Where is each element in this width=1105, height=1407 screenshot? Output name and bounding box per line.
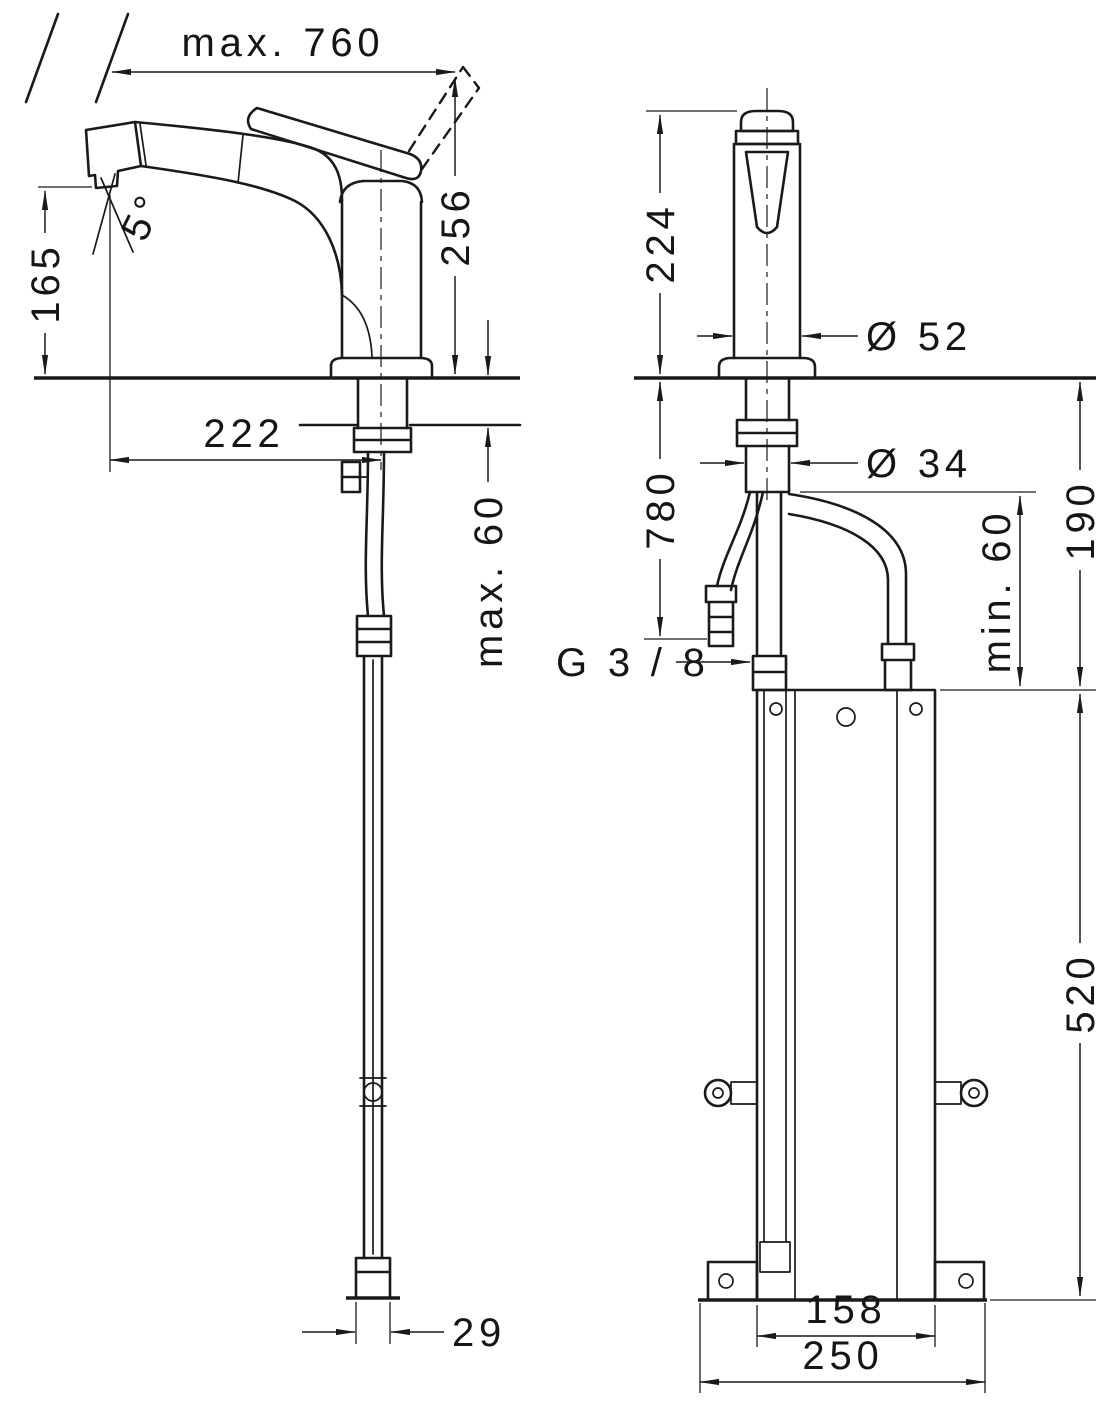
foot-left-hole <box>718 1273 734 1289</box>
spout-seams <box>139 123 244 184</box>
sbox-screw-hole-right <box>909 702 923 716</box>
sbox-screw-hole-center <box>836 707 856 727</box>
dim-label-total-height: 256 <box>434 185 478 266</box>
dim-label-box-width: 158 <box>805 1288 886 1332</box>
rod-foot-side <box>354 1256 392 1300</box>
side-view-dimensions: max. 760 256 165 5° 222 max. 60 29 <box>24 21 511 1355</box>
supply-hose-right-loop <box>787 492 908 646</box>
faucet-body-front <box>732 142 802 360</box>
rod-clip-circle <box>363 1082 383 1102</box>
dim-label-thread-size: G 3 / 8 <box>556 641 710 685</box>
front-view <box>634 88 1096 1302</box>
side-clip-left-arm <box>730 1081 758 1105</box>
side-view <box>24 12 522 1300</box>
supply-hose-left <box>715 490 765 592</box>
sbox-body <box>755 688 937 1302</box>
sbox-channels <box>794 689 898 1301</box>
sbox-screw-hole-left <box>769 702 783 716</box>
handle-lever <box>246 106 423 181</box>
dim-label-shank-diameter: Ø 34 <box>866 442 972 486</box>
handle-lever-raised-dashed <box>407 65 481 171</box>
side-clip-left-outer <box>703 1078 733 1108</box>
sbox-rod-side <box>362 654 384 1260</box>
pullout-hose-front <box>755 490 783 658</box>
sbox-inner-hose <box>759 689 791 1273</box>
angle-reference-lines <box>92 173 134 255</box>
front-view-dimensions: 224 Ø 52 Ø 34 780 G 3 / 8 min. 60 190 52… <box>556 110 1103 1393</box>
dim-label-max-pullout: max. 760 <box>182 21 385 65</box>
faucet-body-side <box>340 198 423 359</box>
dim-label-body-diameter: Ø 52 <box>866 315 972 359</box>
ext-line-plate-width <box>699 1303 986 1393</box>
shank-front-upper <box>744 376 791 422</box>
side-clip-right-outer <box>959 1078 989 1108</box>
side-clip-left-inner <box>712 1087 724 1099</box>
supply-fitting-side <box>340 460 362 494</box>
body-seam <box>341 294 373 358</box>
dim-label-box-depth: 29 <box>452 1311 506 1355</box>
escutcheon-front <box>717 356 817 380</box>
dim-label-swivel-angle: 5° <box>113 185 174 247</box>
dim-label-min-clearance: min. 60 <box>975 509 1019 674</box>
side-clip-right-arm <box>934 1081 962 1105</box>
ext-line-box-depth <box>355 1302 391 1344</box>
shank-side <box>356 376 409 430</box>
handle-base <box>338 179 424 204</box>
pullout-hose-side <box>364 450 386 618</box>
hose-coupling-side <box>355 614 393 658</box>
mounting-nut-front <box>735 418 799 448</box>
dim-label-top-clearance: 190 <box>1059 479 1103 560</box>
pullout-hose-connector <box>751 654 788 692</box>
dim-label-spout-reach: 222 <box>203 412 284 456</box>
dim-label-body-height: 224 <box>639 202 683 283</box>
lever-front-profile <box>744 150 790 235</box>
spray-head <box>84 120 143 190</box>
dim-label-counter-thickness: max. 60 <box>467 492 511 668</box>
handle-knob-front <box>739 109 795 133</box>
supply-fitting-right <box>880 642 916 692</box>
ext-line-box-width <box>756 1305 936 1347</box>
dim-label-box-height: 520 <box>1059 952 1103 1033</box>
dim-label-spout-height: 165 <box>24 242 68 323</box>
mounting-nut-side <box>352 426 413 454</box>
rod-clip-lines <box>359 1077 387 1107</box>
pullout-break-lines <box>24 12 130 104</box>
foot-right-hole <box>958 1273 974 1289</box>
side-clip-right-inner <box>968 1087 980 1099</box>
dim-label-hose-length: 780 <box>639 468 683 549</box>
dim-label-plate-width: 250 <box>802 1334 883 1378</box>
supply-fitting-left <box>704 584 738 648</box>
